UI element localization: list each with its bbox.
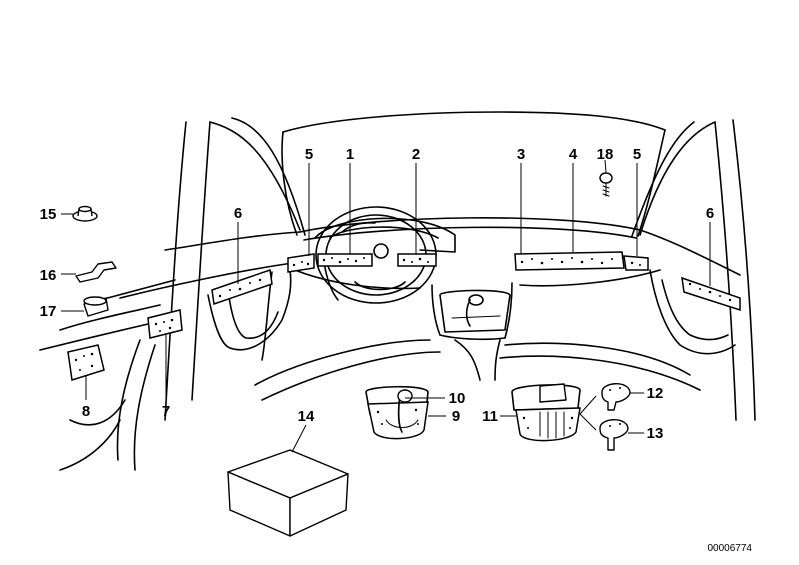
- part-15-nut: [72, 205, 98, 222]
- callout-4: 4: [569, 146, 578, 163]
- callout-11: 11: [482, 408, 498, 425]
- callout-7: 7: [162, 403, 170, 420]
- part-13-knob: [599, 419, 629, 451]
- leader-lines: [61, 159, 711, 453]
- callout-17: 17: [40, 303, 57, 320]
- part-9-10-shift-boot: [365, 385, 429, 440]
- callout-14: 14: [298, 408, 315, 425]
- callout-3: 3: [517, 146, 525, 163]
- callout-6-right: 6: [706, 205, 714, 222]
- part-14-box: [227, 449, 349, 537]
- part-18-screw: [599, 172, 613, 197]
- trim-texture: [74, 257, 732, 371]
- instrument-cluster: [314, 217, 456, 253]
- callout-16: 16: [40, 267, 57, 284]
- callout-5-left: 5: [305, 146, 313, 163]
- callout-15: 15: [40, 206, 57, 223]
- part-17-grommet: [83, 296, 109, 317]
- callout-13: 13: [647, 425, 664, 442]
- callout-5-right: 5: [633, 146, 641, 163]
- callout-labels: 1 2 3 4 5 5 6 6 7 8 9 10 11 12 13 14 15 …: [40, 146, 715, 442]
- callout-10: 10: [449, 390, 466, 407]
- callout-2: 2: [412, 146, 420, 163]
- callout-6-left: 6: [234, 205, 242, 222]
- callout-12: 12: [647, 385, 664, 402]
- center-console-shifter: [439, 289, 511, 333]
- part-16-clip: [75, 261, 117, 283]
- callout-18: 18: [597, 146, 614, 163]
- callout-1: 1: [346, 146, 354, 163]
- dash-trim-strips: [67, 251, 741, 381]
- document-number: 00006774: [708, 543, 753, 554]
- part-11-console-trim: [511, 383, 581, 442]
- part-12-knob: [601, 383, 631, 411]
- callout-8: 8: [82, 403, 90, 420]
- callout-9: 9: [452, 408, 460, 425]
